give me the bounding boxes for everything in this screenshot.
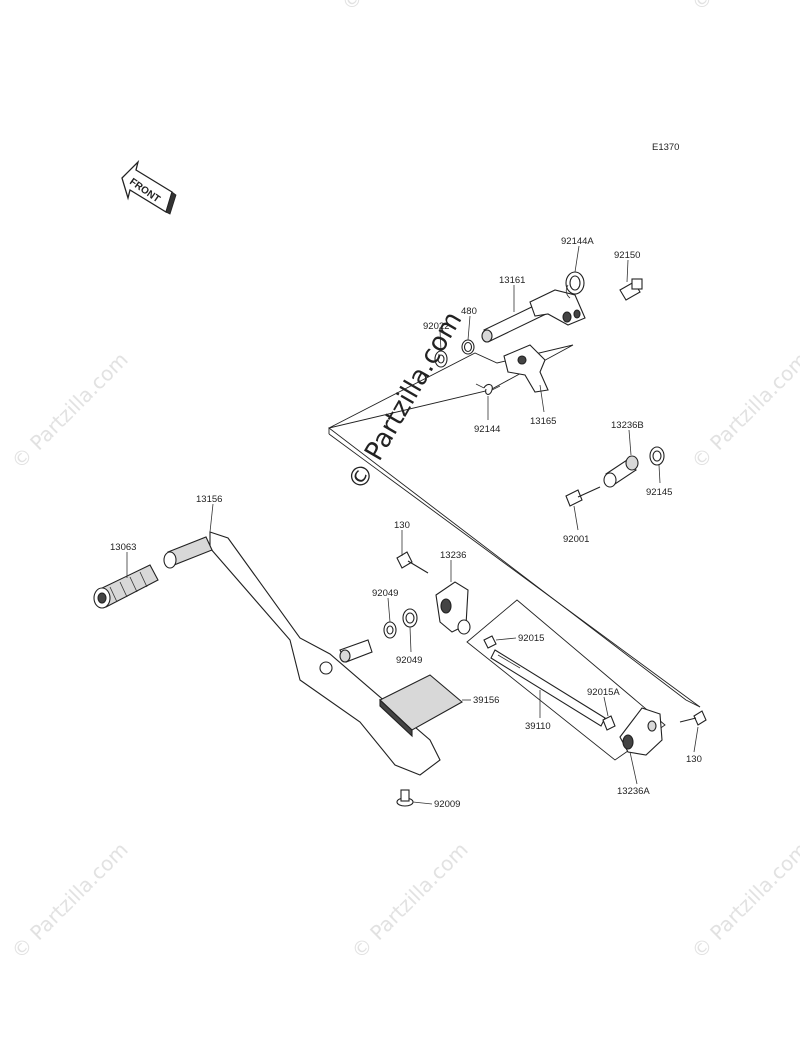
watermark-main: © Partzilla.com xyxy=(342,307,468,496)
assembly-frame-upper xyxy=(327,344,701,708)
label-480[interactable]: 480 xyxy=(461,306,477,317)
watermark-tile: © Partzilla.com xyxy=(7,837,133,963)
watermark-tile: © Partzilla.com xyxy=(687,837,800,963)
label-39110[interactable]: 39110 xyxy=(525,721,551,732)
label-13236B[interactable]: 13236B xyxy=(611,420,644,431)
part-39156-pedal-pad[interactable] xyxy=(379,674,463,738)
front-arrow-icon: FRONT xyxy=(121,159,177,215)
part-92009-bolt[interactable] xyxy=(396,789,414,807)
watermark-tile: © Partzilla.com xyxy=(7,347,133,473)
label-92145[interactable]: 92145 xyxy=(646,487,672,498)
part-92049-seal-a[interactable] xyxy=(383,621,397,639)
label-39156[interactable]: 39156 xyxy=(473,695,499,706)
part-92144A-spring[interactable] xyxy=(565,271,585,299)
watermark-tile: © Partzilla.com xyxy=(687,0,800,16)
part-92015-nut[interactable] xyxy=(483,635,497,649)
label-92022[interactable]: 92022 xyxy=(423,321,449,332)
label-13236A[interactable]: 13236A xyxy=(617,786,650,797)
diagram-code: E1370 xyxy=(652,142,679,153)
label-13161[interactable]: 13161 xyxy=(499,275,525,286)
watermark-tiles: © Partzilla.com © Partzilla.com © Partzi… xyxy=(7,0,800,964)
label-92015[interactable]: 92015 xyxy=(518,633,544,644)
label-13236[interactable]: 13236 xyxy=(440,550,466,561)
label-92144[interactable]: 92144 xyxy=(474,424,500,435)
part-92145-spring[interactable] xyxy=(649,446,665,466)
part-130-bolt-lower[interactable] xyxy=(679,710,707,726)
part-92001-bolt[interactable] xyxy=(565,486,601,507)
label-92150[interactable]: 92150 xyxy=(614,250,640,261)
linkage-frame xyxy=(466,599,666,761)
part-13063-pedal-rubber[interactable] xyxy=(93,564,159,609)
part-13156-shift-pedal[interactable] xyxy=(163,531,441,776)
part-13236A-lever[interactable] xyxy=(619,707,663,756)
label-13165[interactable]: 13165 xyxy=(530,416,556,427)
part-13236-lever[interactable] xyxy=(435,581,471,635)
part-39110-tie-rod[interactable] xyxy=(490,649,606,727)
part-labels: 92144A 92150 13161 480 92022 92144 13165… xyxy=(110,236,702,810)
part-13236B-lever[interactable] xyxy=(603,455,639,488)
part-130-bolt-upper[interactable] xyxy=(396,551,429,574)
label-92015A[interactable]: 92015A xyxy=(587,687,620,698)
leader-lines xyxy=(126,245,699,805)
watermark-tile: © Partzilla.com xyxy=(347,837,473,963)
label-92001[interactable]: 92001 xyxy=(563,534,589,545)
label-130-lower[interactable]: 130 xyxy=(686,754,702,765)
label-92049-b[interactable]: 92049 xyxy=(396,655,422,666)
part-92015A-nut[interactable] xyxy=(602,715,616,731)
label-13063[interactable]: 13063 xyxy=(110,542,136,553)
part-13165-pawl[interactable] xyxy=(503,344,549,393)
part-92150-pin[interactable] xyxy=(619,278,643,301)
watermark-tile: © Partzilla.com xyxy=(687,347,800,473)
label-92144A[interactable]: 92144A xyxy=(561,236,594,247)
watermark-tile: © Partzilla.com xyxy=(337,0,463,16)
label-92049-a[interactable]: 92049 xyxy=(372,588,398,599)
label-92009[interactable]: 92009 xyxy=(434,799,460,810)
part-480-circlip[interactable] xyxy=(461,339,475,355)
part-92144-spring[interactable] xyxy=(475,383,501,395)
part-13161-shift-shaft[interactable] xyxy=(481,289,586,343)
label-13156[interactable]: 13156 xyxy=(196,494,222,505)
part-92049-seal-b[interactable] xyxy=(402,608,418,628)
assembly-frame-diagonal xyxy=(328,433,701,708)
label-130-upper[interactable]: 130 xyxy=(394,520,410,531)
